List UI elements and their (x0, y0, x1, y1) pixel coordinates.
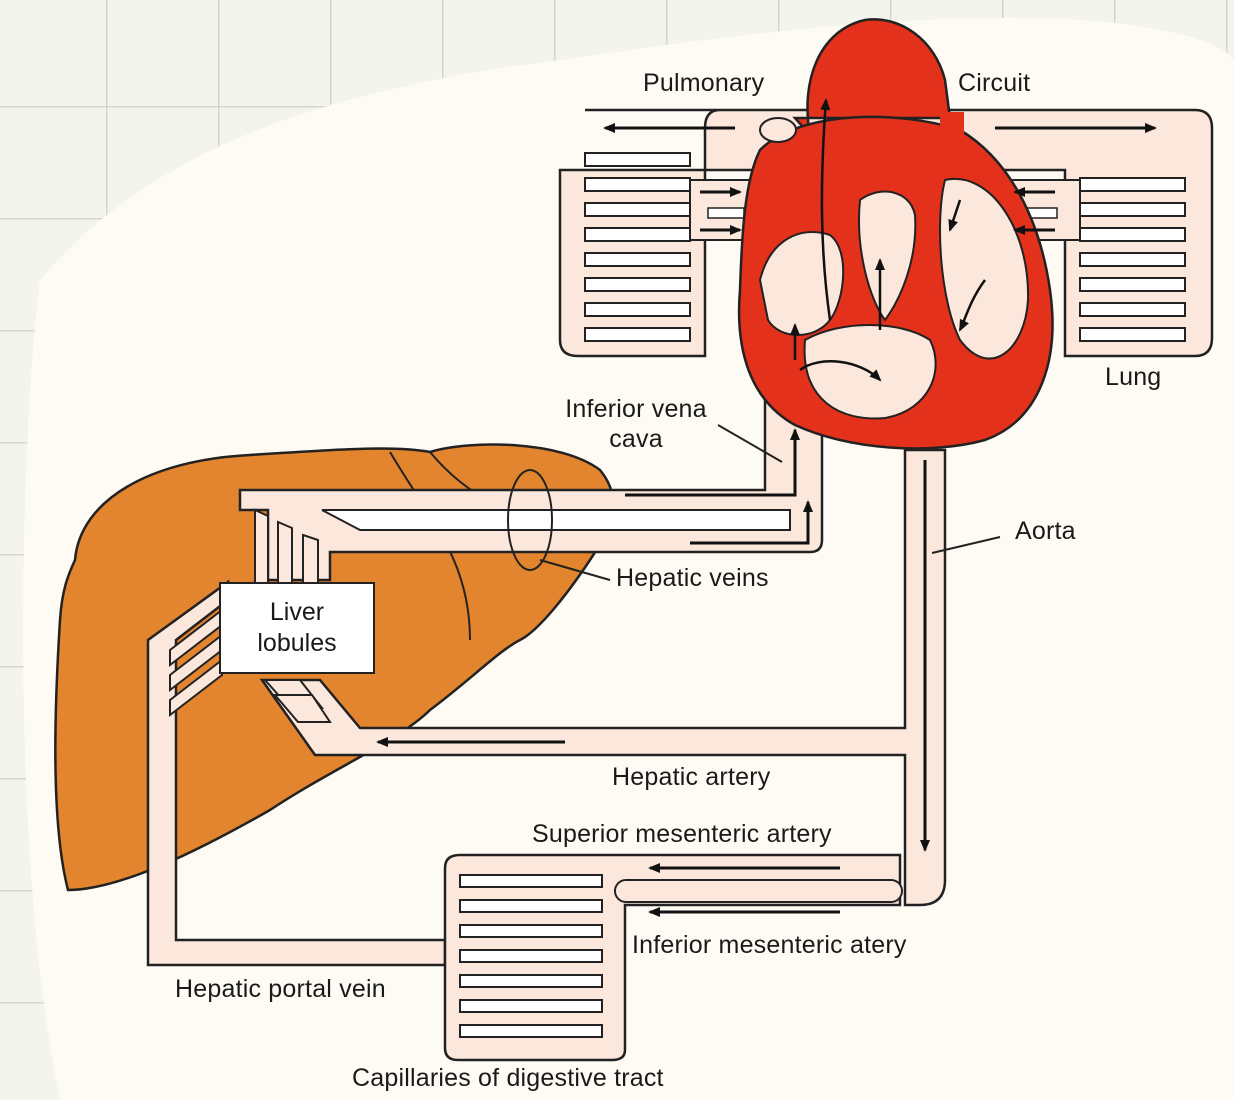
label-pulmonary: Pulmonary (643, 69, 765, 97)
label-hepatic-artery: Hepatic artery (612, 763, 771, 791)
superior-mesenteric-branch (614, 879, 903, 903)
label-hepatic-veins: Hepatic veins (616, 564, 769, 592)
label-capillaries-digestive-tract: Capillaries of digestive tract (352, 1064, 664, 1092)
hepatic-vein-ring (507, 469, 553, 571)
heart (737, 18, 1054, 450)
label-superior-mesenteric-artery: Superior mesenteric artery (532, 820, 832, 848)
vessel-flow-arrows (376, 123, 1157, 917)
label-hepatic-portal-vein: Hepatic portal vein (175, 975, 386, 1003)
liver-lobules-box: Liver lobules (219, 582, 375, 674)
label-aorta: Aorta (1015, 517, 1076, 545)
label-lung: Lung (1105, 363, 1162, 391)
right-lung-capillaries (1079, 177, 1186, 342)
leader-lines (539, 424, 1001, 581)
label-circuit: Circuit (958, 69, 1031, 97)
digestive-capillaries (459, 874, 603, 1038)
lobule-strips-lower (262, 679, 332, 723)
heart-flow-arrows (790, 98, 987, 382)
label-inferior-vena-cava: Inferior vena cava (565, 395, 707, 453)
hepatic-vein-inner (321, 509, 791, 531)
vena-cava-opening (759, 117, 797, 143)
lobule-strips-upper (254, 508, 319, 591)
pulmonary-vein-slot-left (707, 207, 745, 219)
septum-chamber (858, 190, 917, 322)
label-inferior-mesenteric-artery: Inferior mesenteric atery (632, 931, 907, 959)
portal-vein-strips (169, 607, 223, 718)
left-ventricle-chamber (939, 177, 1030, 360)
label-liver-lobules: Liver lobules (257, 598, 337, 657)
heart-aortic-arch (792, 18, 952, 140)
pulmonary-trunk-band (940, 112, 964, 148)
